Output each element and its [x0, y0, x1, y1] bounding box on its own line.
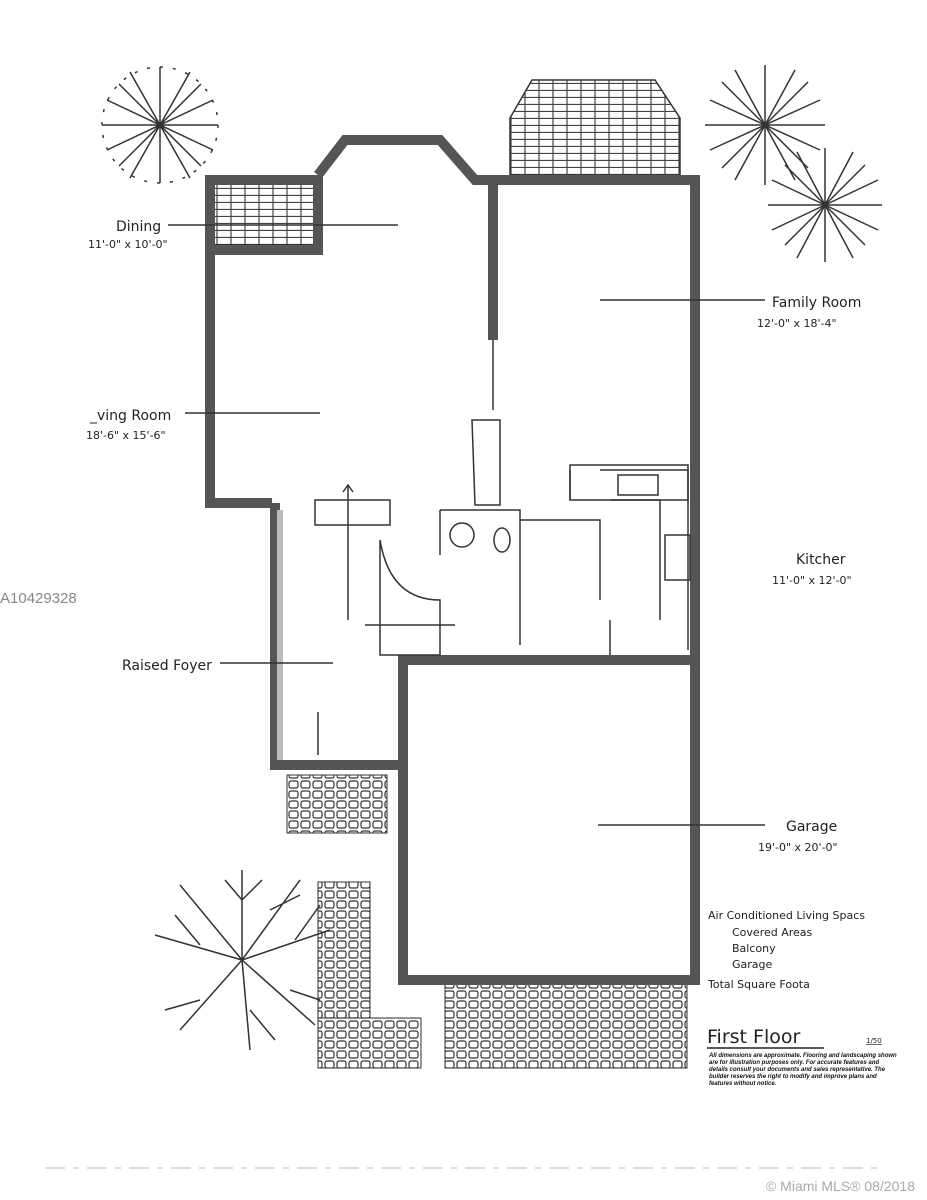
staircase [314, 485, 455, 656]
family-dims: 12'-0" x 18'-4" [757, 317, 837, 330]
dining-wall [205, 175, 323, 255]
family-label: Family Room [772, 295, 861, 311]
scale: 1/50 [866, 1037, 882, 1045]
foyer-label: Raised Foyer [122, 658, 212, 674]
watermark: © Miami MLS® 08/2018 [765, 1178, 915, 1194]
kitchen-dims: 11'-0" x 12'-0" [772, 574, 852, 587]
kitchen-label: Kitcher [796, 552, 846, 568]
living-left-wall [205, 250, 272, 508]
palm-tree-icon [705, 65, 825, 185]
driveway-paving [444, 977, 688, 1069]
dining-label: Dining [116, 219, 161, 235]
area-row: Garage [732, 958, 773, 971]
leader-lines [168, 224, 765, 826]
dining-patio-paving [209, 179, 316, 246]
rear-patio-paving [509, 79, 681, 176]
area-row: Total Square Foota [707, 978, 810, 991]
cooktop [664, 534, 691, 581]
stair-arrow-icon [342, 483, 354, 493]
palm-tree-icon [101, 66, 219, 184]
area-row: Covered Areas [732, 926, 813, 939]
area-row: Balcony [732, 942, 776, 955]
floor-title: First Floor [707, 1026, 800, 1048]
listing-id: A10429328 [0, 590, 77, 607]
interior-walls [439, 340, 689, 655]
foyer-wall [270, 503, 400, 770]
living-dims: 18'-6" x 15'-6" [86, 429, 166, 442]
walkway-paving-2 [317, 1017, 422, 1069]
disclaimer: All dimensions are approximate. Flooring… [709, 1053, 897, 1087]
kitchen-counter [569, 464, 689, 501]
garage-label: Garage [786, 819, 837, 835]
toilet-icon [493, 527, 511, 553]
garage-dims: 19'-0" x 20'-0" [758, 841, 838, 854]
tree-icon [154, 870, 331, 1051]
kitchen-sink [617, 474, 659, 496]
garage-wall [398, 655, 700, 985]
bay-and-family-wall [314, 135, 700, 660]
palm-tree-icon [768, 148, 882, 262]
living-label: _ving Room [89, 408, 171, 424]
area-row: Air Conditioned Living Spacs [708, 909, 865, 922]
entry-paving [286, 774, 388, 834]
dining-dims: 11'-0" x 10'-0" [88, 238, 168, 251]
sink-icon [449, 522, 475, 548]
